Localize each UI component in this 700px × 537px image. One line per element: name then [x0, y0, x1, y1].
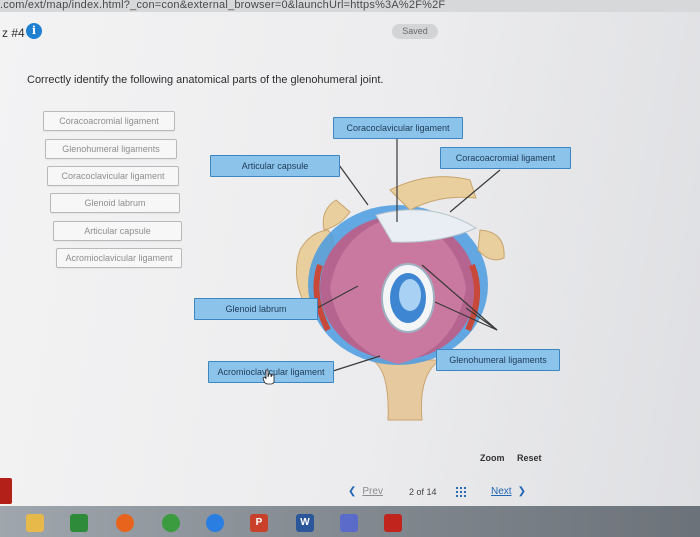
firefox-icon[interactable] [116, 514, 134, 532]
grid-icon[interactable] [455, 486, 467, 498]
teams-icon[interactable] [340, 514, 358, 532]
bank-label[interactable]: Glenoid labrum [50, 193, 180, 213]
placed-label-glenohumeral[interactable]: Glenohumeral ligaments [436, 349, 560, 371]
question-text: Correctly identify the following anatomi… [27, 74, 384, 86]
browser-url-strip: .com/ext/map/index.html?_con=con&externa… [0, 0, 700, 12]
acrobat-icon[interactable] [384, 514, 402, 532]
placed-label-articular-capsule[interactable]: Articular capsule [210, 155, 340, 177]
bank-label[interactable]: Articular capsule [53, 221, 182, 241]
browser-icon[interactable] [206, 514, 224, 532]
bank-label[interactable]: Coracoacromial ligament [43, 111, 175, 131]
side-tab[interactable] [0, 478, 12, 504]
next-label: Next [491, 486, 512, 497]
powerpoint-icon[interactable]: P [250, 514, 268, 532]
chrome-icon[interactable] [162, 514, 180, 532]
prev-button[interactable]: ❮ Prev [348, 486, 383, 497]
reset-button[interactable]: Reset [517, 453, 542, 463]
glenohumeral-joint-diagram [295, 176, 505, 421]
info-icon[interactable]: i [26, 23, 42, 39]
file-explorer-icon[interactable] [26, 514, 44, 532]
chevron-right-icon: ❯ [517, 486, 526, 497]
saved-badge: Saved [392, 24, 438, 39]
question-number: z #4 [2, 26, 25, 40]
os-taskbar: P W [0, 506, 700, 537]
zoom-button[interactable]: Zoom [480, 453, 505, 463]
placed-label-coracoacromial[interactable]: Coracoacromial ligament [440, 147, 571, 169]
word-icon[interactable]: W [296, 514, 314, 532]
bank-label[interactable]: Acromioclavicular ligament [56, 248, 182, 268]
prev-label: Prev [362, 486, 383, 497]
cursor-hand-icon [262, 369, 275, 385]
page-indicator: 2 of 14 [409, 487, 437, 497]
bank-label[interactable]: Coracoclavicular ligament [47, 166, 179, 186]
placed-label-glenoid-labrum[interactable]: Glenoid labrum [194, 298, 318, 320]
chevron-left-icon: ❮ [348, 486, 357, 497]
next-button[interactable]: Next ❯ [491, 486, 526, 497]
calendar-app-icon[interactable] [70, 514, 88, 532]
bank-label[interactable]: Glenohumeral ligaments [45, 139, 177, 159]
placed-label-coracoclavicular[interactable]: Coracoclavicular ligament [333, 117, 463, 139]
